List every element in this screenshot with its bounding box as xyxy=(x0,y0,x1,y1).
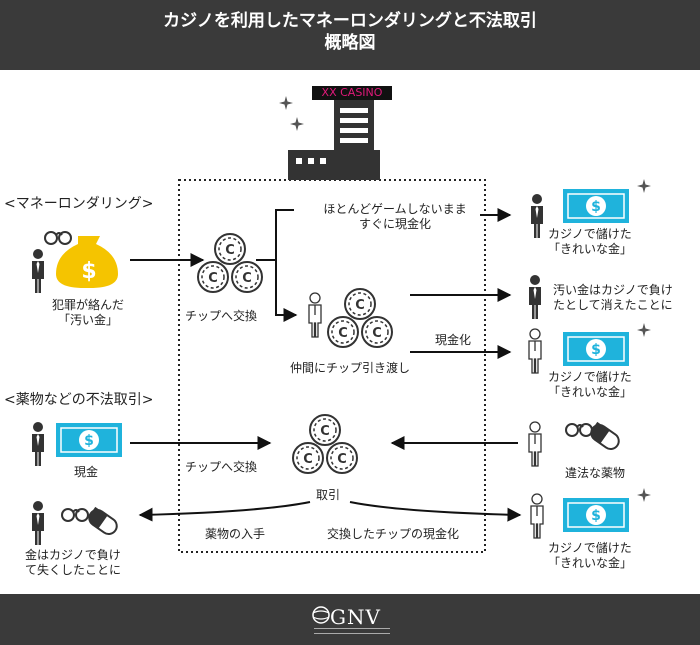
sparkle-icon xyxy=(290,117,304,131)
dollar-bill-icon xyxy=(562,497,630,533)
clean-money-3-line-1: カジノで儲けた xyxy=(548,541,632,555)
lost-line-1: 汚い金はカジノで負け xyxy=(553,283,673,297)
illegal-drugs-label: 違法な薬物 xyxy=(565,466,626,480)
dealer-person-icon xyxy=(530,493,544,539)
casino-boundary xyxy=(178,179,486,553)
lost-money-line-2: て失くしたことに xyxy=(25,563,122,577)
person-icon xyxy=(531,194,543,238)
clean-money-label-3: カジノで儲けた 「きれいな金」 xyxy=(548,541,632,571)
lost-line-2: たとして消えたことに xyxy=(553,298,673,312)
accomplice-icon xyxy=(528,328,542,374)
sparkle-icon xyxy=(637,488,651,502)
clean-money-3-line-2: 「きれいな金」 xyxy=(548,556,633,570)
split-arrow-accomplice xyxy=(275,260,298,322)
svg-text:$: $ xyxy=(81,259,96,284)
chips-icon xyxy=(293,415,357,473)
header-bar: カジノを利用したマネーロンダリングと不法取引 概略図 xyxy=(0,0,700,70)
sparkle-icon xyxy=(637,179,651,193)
cashing-label: 現金化 xyxy=(435,333,472,347)
lost-money-label: 金はカジノで負け て失くしたことに xyxy=(25,548,121,578)
logo-underline xyxy=(314,628,390,634)
clean-money-2-line-2: 「きれいな金」 xyxy=(548,385,633,399)
casino-building-icon xyxy=(288,100,380,180)
drug-acquire-label: 薬物の入手 xyxy=(205,527,266,541)
money-bag-icon: $ xyxy=(56,236,118,288)
person-icon xyxy=(529,275,541,319)
accomplice-label: 仲間にチップ引き渡し xyxy=(290,361,411,375)
criminal-person-icon xyxy=(32,249,44,293)
chip-cashing-label: 交換したチップの現金化 xyxy=(327,527,460,541)
dirty-money-line-1: 犯罪が絡んだ xyxy=(51,298,124,312)
pill-icon xyxy=(587,420,623,454)
dealer-person-icon xyxy=(528,421,542,467)
chips-icon xyxy=(198,234,262,292)
dirty-money-line-2: 「汚い金」 xyxy=(57,313,118,327)
no-game-line-2: すぐに現金化 xyxy=(358,217,431,231)
chips-icon xyxy=(328,289,392,347)
footer-logo: GNV xyxy=(330,605,381,629)
cash-label: 現金 xyxy=(74,465,99,479)
clean-money-2-line-1: カジノで儲けた xyxy=(548,370,632,384)
split-line xyxy=(256,209,294,261)
sparkle-icon xyxy=(279,96,293,110)
footer-bar xyxy=(0,594,700,645)
clean-money-label-2: カジノで儲けた 「きれいな金」 xyxy=(548,370,632,400)
clean-money-1-line-1: カジノで儲けた xyxy=(548,227,632,241)
handcuffs-icon xyxy=(565,423,593,437)
handcuffs-icon xyxy=(44,231,72,245)
clean-money-label-1: カジノで儲けた 「きれいな金」 xyxy=(548,227,632,257)
chip-exchange-label: チップへ交換 xyxy=(185,309,258,323)
clean-money-1-line-2: 「きれいな金」 xyxy=(548,242,633,256)
sparkle-icon xyxy=(637,323,651,337)
handcuffs-icon xyxy=(61,508,89,522)
dollar-bill-icon xyxy=(562,331,630,367)
dirty-money-label: 犯罪が絡んだ 「汚い金」 xyxy=(33,298,143,328)
no-game-label: ほとんどゲームしないまま すぐに現金化 xyxy=(300,202,490,232)
accomplice-icon xyxy=(308,292,322,338)
buyer-person-icon xyxy=(32,422,44,466)
casino-sign: XX CASINO xyxy=(312,86,392,100)
dollar-bill-icon xyxy=(55,422,123,458)
dollar-bill-icon xyxy=(562,188,630,224)
lost-label: 汚い金はカジノで負け たとして消えたことに xyxy=(553,283,673,313)
arrow-chip-cashing xyxy=(349,501,522,522)
lost-money-line-1: 金はカジノで負け xyxy=(25,548,121,562)
buyer-person-icon xyxy=(32,501,44,545)
logo-icon xyxy=(312,606,330,624)
chip-exchange-label-2: チップへ交換 xyxy=(185,460,258,474)
no-game-line-1: ほとんどゲームしないまま xyxy=(323,202,467,216)
pill-icon xyxy=(85,505,121,539)
trade-label: 取引 xyxy=(316,488,341,502)
section-laundering: <マネーロンダリング> xyxy=(4,196,154,212)
title-line-1: カジノを利用したマネーロンダリングと不法取引 xyxy=(163,11,537,31)
arrow-drug-acquire xyxy=(138,501,311,522)
page-title: カジノを利用したマネーロンダリングと不法取引 概略図 xyxy=(0,10,700,54)
section-drug-trade: <薬物などの不法取引> xyxy=(4,392,154,408)
title-line-2: 概略図 xyxy=(324,33,376,53)
